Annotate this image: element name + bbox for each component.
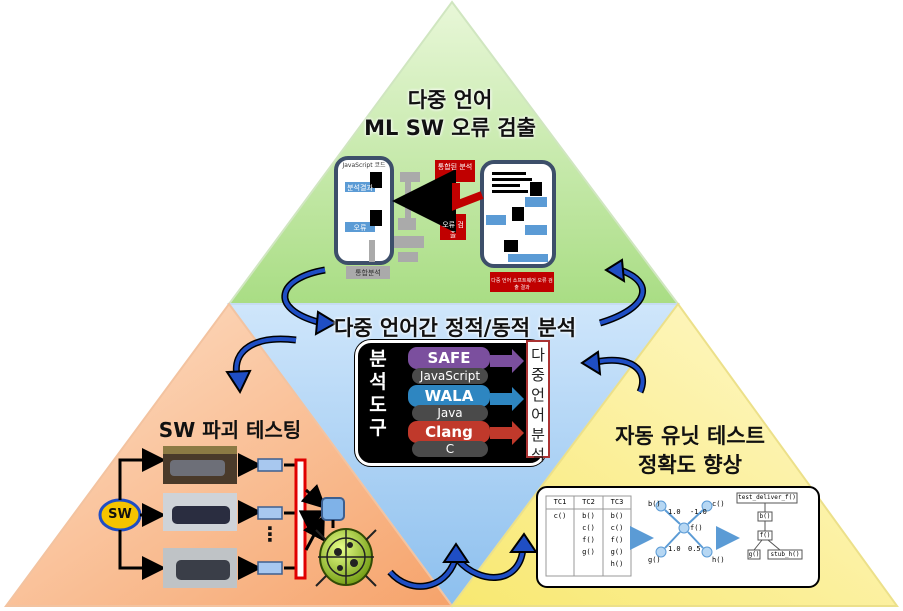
red-label-2: 오류 검출: [442, 221, 464, 239]
tool-wala: WALA: [408, 385, 490, 407]
tc-row: h(): [546, 560, 631, 572]
tc-header: TC3: [610, 498, 624, 506]
tc-cell: c(): [582, 524, 595, 532]
graph-weight: -1.0: [690, 508, 707, 516]
tc-cell: [546, 536, 574, 548]
red-label-1: 통합된 분석: [437, 163, 473, 171]
graph-weight: 1.0: [668, 508, 681, 516]
flow-node-test: test_deliver_f(): [738, 494, 796, 501]
tc-cell: g(): [582, 548, 595, 556]
top-analysis-diagram: [334, 156, 556, 292]
cycle-arrow-fill: [234, 268, 645, 589]
side-label-char: 언: [531, 386, 545, 404]
tool-label-char: 도: [369, 394, 387, 416]
flow-node-b: b(): [759, 513, 771, 520]
tc-table: TC1 TC2 TC3 c() b() b() c() c() f() f() …: [546, 498, 631, 572]
unit-test-panel: [536, 486, 820, 588]
tc-row: c() b() b(): [546, 512, 631, 524]
tc-cell: f(): [610, 536, 624, 544]
tc-cell: [546, 560, 574, 572]
right-title-line1: 자동 유닛 테스트: [615, 424, 765, 448]
ellipsis-dots: ⋮: [260, 522, 280, 546]
tc-row: c() c(): [546, 524, 631, 536]
graph-node-g: g(): [648, 556, 661, 564]
tool-label-char: 분: [369, 348, 387, 370]
flow-node-f: f(): [759, 532, 771, 539]
tc-row: g() g(): [546, 548, 631, 560]
bug-icon: [315, 528, 377, 587]
node-label-js: JavaScript 코드: [342, 162, 386, 169]
tc-cell: [574, 560, 603, 572]
graph-weight: 1.0: [668, 545, 681, 553]
flow-node-g: g(): [748, 551, 760, 558]
tc-header: TC2: [582, 498, 595, 506]
tool-label-char: 구: [369, 417, 387, 439]
tool-safe-lang: JavaScript: [412, 368, 488, 384]
tc-header: TC1: [553, 498, 567, 506]
top-title-line2: ML SW 오류 검출: [364, 116, 536, 140]
tool-wala-lang: Java: [412, 405, 488, 421]
tool-clang-lang: C: [412, 441, 488, 457]
node-label-small-2: 오류: [353, 224, 367, 232]
crash-testing-diagram: [98, 446, 377, 588]
flow-node-stub: stub_h(): [770, 551, 800, 558]
side-label-char: 다: [531, 346, 545, 364]
top-green-triangle: [227, 0, 680, 305]
tc-cell: b(): [582, 512, 595, 520]
graph-node-b: b(): [648, 500, 661, 508]
center-title: 다중 언어간 정적/동적 분석: [333, 316, 577, 340]
multi-language-analysis-label: 다 중 언 어 분 석: [526, 340, 550, 464]
top-title-line1: 다중 언어: [407, 88, 493, 112]
tc-cell: c(): [553, 512, 567, 520]
tc-cell: c(): [610, 524, 624, 532]
graph-node-c: c(): [712, 500, 725, 508]
right-title-line2: 정확도 향상: [638, 453, 742, 477]
graph-node-h: h(): [712, 556, 725, 564]
tool-clang: Clang: [408, 421, 490, 443]
tool-vertical-label: 분 석 도 구: [366, 348, 390, 440]
left-title: SW 파괴 테스팅: [158, 418, 302, 442]
tc-cell: [546, 524, 574, 536]
sw-label: SW: [108, 507, 132, 522]
tc-cell: g(): [610, 548, 624, 556]
side-label-char: 석: [531, 446, 545, 464]
side-label-char: 분: [531, 426, 545, 444]
tool-arrows: [490, 349, 524, 445]
node-label-small-1: 분석결과: [347, 184, 373, 192]
right-title: 자동 유닛 테스트 정확도 향상: [590, 422, 790, 480]
tc-cell: h(): [610, 560, 624, 568]
cycle-arrow-heads: [225, 258, 626, 563]
graph-weight: 0.5: [688, 545, 701, 553]
red-filter-bar: [294, 458, 307, 580]
bottom-red-label: 다중 언어 소프트웨어 오류 검출 결과: [491, 278, 553, 291]
tc-cell: [546, 548, 574, 560]
tool-label-char: 석: [369, 371, 387, 393]
top-title: 다중 언어 ML SW 오류 검출: [330, 86, 570, 142]
tool-safe: SAFE: [408, 347, 490, 369]
graph-node-f: f(): [690, 524, 703, 532]
tc-row: f() f(): [546, 536, 631, 548]
side-label-char: 어: [531, 406, 545, 424]
tc-cell: f(): [582, 536, 595, 544]
tc-cell: b(): [610, 512, 624, 520]
tc-header-row: TC1 TC2 TC3: [546, 498, 631, 509]
node-label-small-4: 통합분석: [355, 269, 381, 277]
side-label-char: 중: [531, 366, 545, 384]
